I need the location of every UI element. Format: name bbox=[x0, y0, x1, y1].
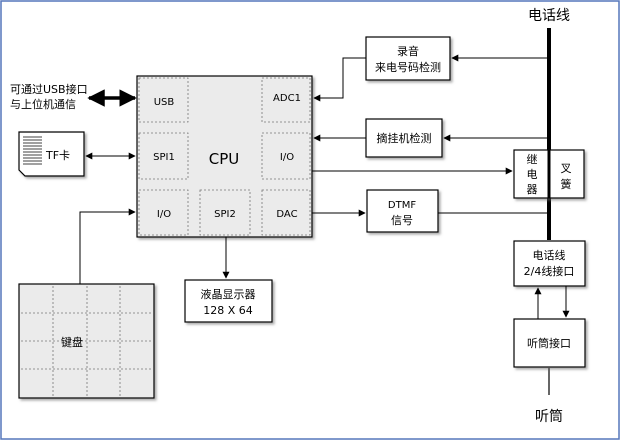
lcd-label-line1: 液晶显示器 bbox=[201, 287, 256, 301]
cpu-title: CPU bbox=[209, 150, 240, 168]
keyboard-io-arrow bbox=[79, 208, 136, 284]
recording-box bbox=[365, 36, 451, 81]
phone-interface-box bbox=[513, 240, 586, 287]
dtmf-label-line2: 信号 bbox=[391, 214, 413, 227]
dtmf-label-line1: DTMF bbox=[388, 200, 416, 211]
cpu-port-adc1: ADC1 bbox=[273, 93, 301, 104]
lcd-box bbox=[184, 279, 273, 323]
cpu-port-io-right: I/O bbox=[280, 152, 294, 163]
cpu-port-regions bbox=[138, 77, 311, 236]
usb-comm-label-line1: 可通过USB接口 bbox=[10, 83, 88, 96]
cpu-port-dac: DAC bbox=[276, 209, 297, 220]
cpu-block: CPU USB ADC1 SPI1 I/O I/O SPI2 DAC bbox=[136, 75, 313, 238]
tf-card-label: TF卡 bbox=[45, 149, 70, 162]
recording-label-line1: 录音 bbox=[397, 44, 419, 58]
recording-label-line2: 来电号码检测 bbox=[375, 60, 441, 74]
relay-block: 继 电 器 叉 簧 bbox=[513, 149, 585, 199]
keyboard-label: 键盘 bbox=[61, 335, 83, 349]
relay-label-line2: 电 bbox=[527, 168, 538, 181]
recording-block: 录音 来电号码检测 bbox=[365, 36, 451, 81]
cpu-port-spi1: SPI1 bbox=[153, 152, 175, 163]
handset-interface-box bbox=[513, 318, 586, 368]
tf-card-contacts-icon bbox=[23, 136, 42, 165]
usb-comm-label-line2: 与上位机通信 bbox=[10, 97, 76, 111]
offhook-label: 摘挂机检测 bbox=[377, 131, 432, 145]
cpu-port-usb: USB bbox=[154, 97, 175, 108]
lcd-label-line2: 128 X 64 bbox=[203, 304, 253, 317]
dtmf-block: DTMF 信号 bbox=[366, 189, 439, 233]
hook-switch-label-line2: 簧 bbox=[561, 177, 572, 191]
offhook-block: 摘挂机检测 bbox=[365, 118, 443, 158]
handset-interface-label: 听筒接口 bbox=[527, 336, 571, 350]
phone-interface-label-line1: 电话线 bbox=[533, 248, 566, 262]
relay-label-line3: 器 bbox=[527, 183, 538, 196]
cpu-box bbox=[136, 75, 313, 238]
phone-line-label: 电话线 bbox=[528, 8, 570, 24]
phone-interface-block: 电话线 2/4线接口 bbox=[513, 240, 586, 287]
keyboard-block: 键盘 bbox=[18, 283, 155, 399]
recording-to-adc1-arrow bbox=[313, 57, 366, 102]
relay-label-line1: 继 bbox=[527, 153, 538, 166]
dtmf-box bbox=[366, 189, 439, 233]
tf-card-block: TF卡 bbox=[18, 131, 85, 177]
handset-label: 听筒 bbox=[535, 408, 563, 425]
lcd-block: 液晶显示器 128 X 64 bbox=[184, 279, 273, 323]
hook-switch-label-line1: 叉 bbox=[561, 162, 572, 175]
handset-interface-block: 听筒接口 bbox=[513, 318, 586, 368]
cpu-port-spi2: SPI2 bbox=[214, 209, 236, 220]
phone-interface-label-line2: 2/4线接口 bbox=[524, 264, 575, 278]
offhook-box bbox=[365, 118, 443, 158]
keyboard-grid bbox=[21, 286, 152, 396]
cpu-port-io-left: I/O bbox=[157, 209, 171, 220]
